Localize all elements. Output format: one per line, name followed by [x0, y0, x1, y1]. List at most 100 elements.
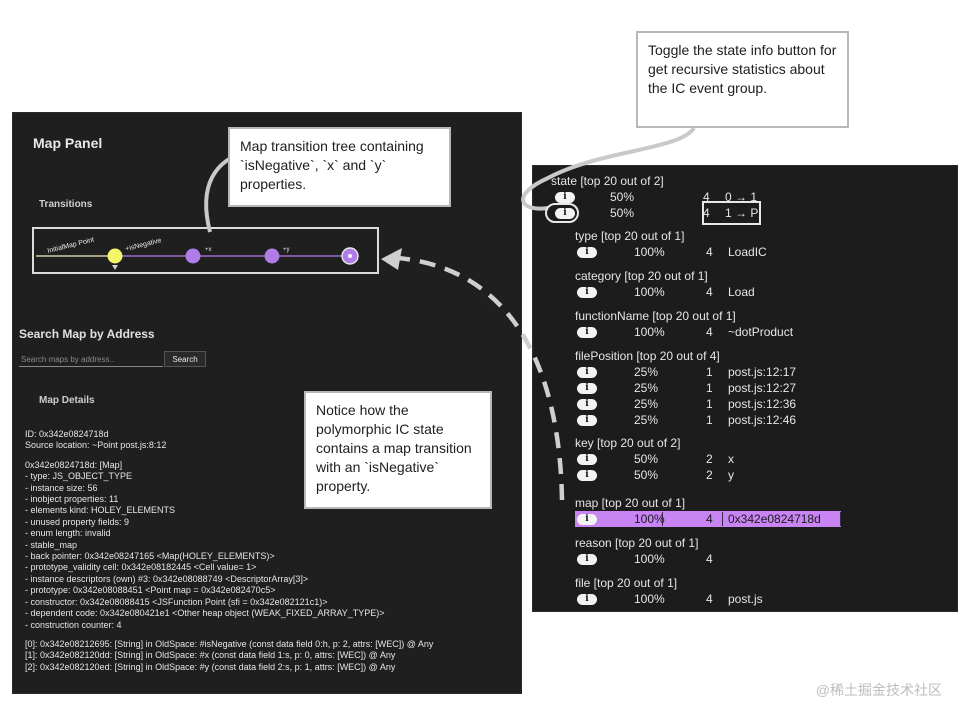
ic-cell-count: 2	[706, 452, 713, 466]
watermark: @稀土掘金技术社区	[815, 682, 942, 698]
ic-group-head-state: state [top 20 out of 2]	[551, 174, 664, 188]
ic-cell-value: post.js	[728, 592, 763, 606]
ic-cell-percent: 50%	[610, 206, 635, 220]
info-icon[interactable]: i	[577, 554, 597, 565]
ic-cell-count: 4	[706, 592, 713, 606]
ic-cell-value: 0 → 1	[725, 190, 758, 204]
ic-cell-value: post.js:12:27	[728, 381, 797, 395]
ic-row-filePosition[interactable]: i 25% 1 post.js:12:27	[575, 381, 915, 397]
map-details-label: Map Details	[39, 395, 95, 406]
notice-callout: Notice how the polymorphic IC state cont…	[304, 391, 492, 509]
ic-cell-value: Load	[728, 285, 755, 299]
ic-cell-value: x	[728, 452, 734, 466]
ic-group-head-type: type [top 20 out of 1]	[575, 229, 685, 243]
transition-tree: InitialMap Point +isNegative +x +y	[36, 237, 359, 270]
detail-line: - unused property fields: 9	[25, 516, 130, 527]
detail-line: 0x342e0824718d: [Map]	[25, 459, 123, 470]
tree-node-x[interactable]	[264, 248, 280, 264]
ic-cell-count: 4	[706, 325, 713, 339]
info-icon[interactable]: i	[577, 454, 597, 465]
map-panel-title: Map Panel	[33, 135, 103, 151]
detail-line: - construction counter: 4	[25, 619, 122, 630]
ic-cell-value: post.js:12:46	[728, 413, 797, 427]
ic-row-map[interactable]: i 100% 4 0x342e0824718d	[575, 511, 915, 528]
detail-line: ID: 0x342e0824718d	[25, 429, 109, 439]
ic-cell-percent: 50%	[610, 190, 635, 204]
detail-line: - type: JS_OBJECT_TYPE	[25, 471, 133, 482]
ic-cell-value: LoadIC	[728, 245, 767, 259]
state-value-highlight	[702, 201, 761, 225]
detail-line: - inobject properties: 11	[25, 494, 119, 505]
detail-line: - prototype_validity cell: 0x342e0818244…	[25, 562, 257, 573]
detail-line: - enum length: invalid	[25, 528, 111, 539]
info-icon[interactable]: i	[577, 470, 597, 481]
toggle-callout-connector	[521, 126, 696, 211]
ic-cell-value: post.js:12:17	[728, 365, 797, 379]
info-button-highlight	[545, 203, 579, 223]
transition-tree-box: InitialMap Point +isNegative +x +y	[32, 227, 379, 274]
detail-line: [0]: 0x342e08212695: [String] in OldSpac…	[25, 638, 434, 649]
detail-line: - back pointer: 0x342e08247165 <Map(HOLE…	[25, 551, 275, 562]
ic-group-head-key: key [top 20 out of 2]	[575, 436, 681, 450]
ic-cell-count: 1	[706, 365, 713, 379]
ic-group-head-reason: reason [top 20 out of 1]	[575, 536, 699, 550]
tree-node-isnegative[interactable]	[185, 248, 201, 264]
ic-cell-percent: 100%	[634, 512, 665, 526]
ic-cell-count: 4	[703, 190, 710, 204]
search-button[interactable]: Search	[164, 351, 206, 367]
info-icon[interactable]: i	[577, 247, 597, 258]
info-icon[interactable]: i	[577, 594, 597, 605]
ic-cell-count: 1	[706, 381, 713, 395]
transitions-label: Transitions	[39, 199, 93, 210]
detail-line: - instance descriptors (own) #3: 0x342e0…	[25, 573, 309, 584]
ic-group-head-functionName: functionName [top 20 out of 1]	[575, 309, 736, 323]
ic-cell-percent: 25%	[634, 381, 659, 395]
arrow-head-icon	[381, 248, 402, 270]
info-icon[interactable]: i	[577, 327, 597, 338]
ic-cell-count: 4	[706, 512, 713, 526]
ic-row-filePosition[interactable]: i 25% 1 post.js:12:17	[575, 365, 915, 381]
search-heading: Search Map by Address	[19, 327, 155, 341]
info-icon[interactable]: i	[577, 415, 597, 426]
ic-cell-percent: 25%	[634, 365, 659, 379]
info-icon[interactable]: i	[555, 208, 575, 219]
ic-cell-value: y	[728, 468, 734, 482]
detail-line: [1]: 0x342e082120dd: [String] in OldSpac…	[25, 650, 396, 661]
ic-cell-count: 4	[706, 245, 713, 259]
detail-line: - stable_map	[25, 539, 78, 550]
detail-line: - elements kind: HOLEY_ELEMENTS	[25, 505, 176, 516]
toggle-callout: Toggle the state info button for get rec…	[636, 31, 849, 128]
tree-node-label-y: +y	[283, 247, 290, 253]
detail-line: - dependent code: 0x342e080421e1 <Other …	[25, 608, 385, 619]
ic-group-head-filePosition: filePosition [top 20 out of 4]	[575, 349, 720, 363]
ic-cell-percent: 100%	[634, 325, 665, 339]
ic-cell-count: 1	[706, 397, 713, 411]
info-icon[interactable]: i	[555, 192, 575, 203]
ic-cell-percent: 100%	[634, 285, 665, 299]
ic-cell-percent: 25%	[634, 413, 659, 427]
ic-cell-value: 0x342e0824718d	[728, 512, 821, 526]
ic-row-state[interactable]: i 50% 4 0 → 1	[553, 190, 893, 206]
info-icon[interactable]: i	[577, 514, 597, 525]
info-icon[interactable]: i	[577, 367, 597, 378]
info-icon[interactable]: i	[577, 287, 597, 298]
cell-separator	[840, 512, 841, 526]
info-icon[interactable]: i	[577, 383, 597, 394]
search-input[interactable]	[19, 352, 163, 367]
ic-cell-percent: 50%	[634, 468, 659, 482]
row-highlight	[575, 511, 841, 527]
tree-node-initial[interactable]	[107, 248, 123, 264]
info-icon[interactable]: i	[577, 399, 597, 410]
